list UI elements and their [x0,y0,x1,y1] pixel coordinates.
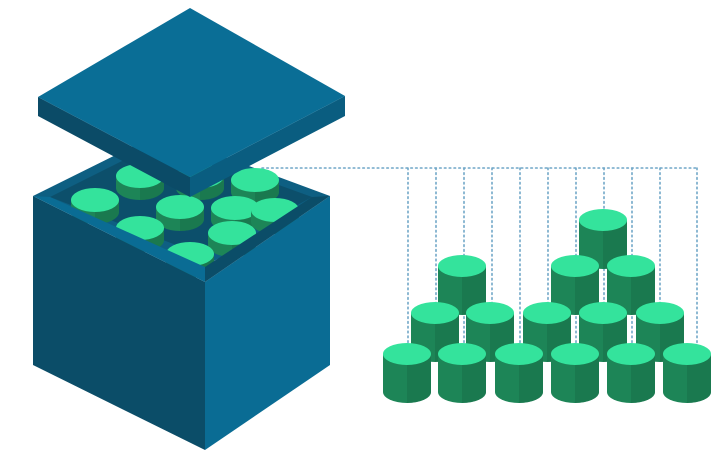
cylinder-shade [631,266,655,315]
box-cylinder [156,195,204,231]
cylinder-shade [631,354,655,403]
cylinder-top [438,343,486,365]
container-box [33,133,330,450]
cylinder-top [438,255,486,277]
lid-right-edge [190,96,345,197]
stack-cylinder [607,255,655,315]
cylinder-top [411,302,459,324]
cylinder-shade [687,354,711,403]
cylinder-top [71,188,119,212]
cylinder-top [663,343,711,365]
cylinder-top [466,302,514,324]
lid-left-edge [38,97,190,197]
cylinder-top [156,195,204,219]
box-lid [38,8,345,197]
cylinder-shade [200,176,224,200]
cylinder-shade [519,354,543,403]
box-rim-front-left [33,196,205,282]
cylinder-top [551,255,599,277]
stack-cylinder [495,343,543,403]
stack-cylinder [383,343,431,403]
cylinder-shade [462,266,486,315]
cylinder-shade [575,266,599,315]
cylinder-top [607,255,655,277]
cylinder-top [231,168,279,192]
cylinder-top [636,302,684,324]
stack-cylinder [438,343,486,403]
cylinder-top [211,196,259,220]
stack-cylinder [607,343,655,403]
cylinder-shade [95,200,119,224]
lid-top-face [38,8,345,177]
cylinder-shade [255,180,279,204]
cylinder-top [579,302,627,324]
cylinder-top [579,209,627,231]
cylinder-stack [383,209,711,403]
box-right-face [205,196,330,450]
stack-cylinder [663,343,711,403]
cylinder-top [551,343,599,365]
box-rim-front-right [205,196,330,282]
cylinder-top [208,221,256,245]
cylinder-top [495,343,543,365]
cylinder-shade [140,176,164,200]
stack-cylinder [579,209,627,269]
cylinder-shade [180,207,204,231]
cylinder-shade [462,354,486,403]
stack-cylinder [551,255,599,315]
cylinder-top [383,343,431,365]
cylinder-top [523,302,571,324]
stack-cylinder [551,343,599,403]
stack-cylinder [438,255,486,315]
box-left-face [33,196,205,450]
cylinder-shade [407,354,431,403]
cylinder-top [607,343,655,365]
cylinder-shade [575,354,599,403]
